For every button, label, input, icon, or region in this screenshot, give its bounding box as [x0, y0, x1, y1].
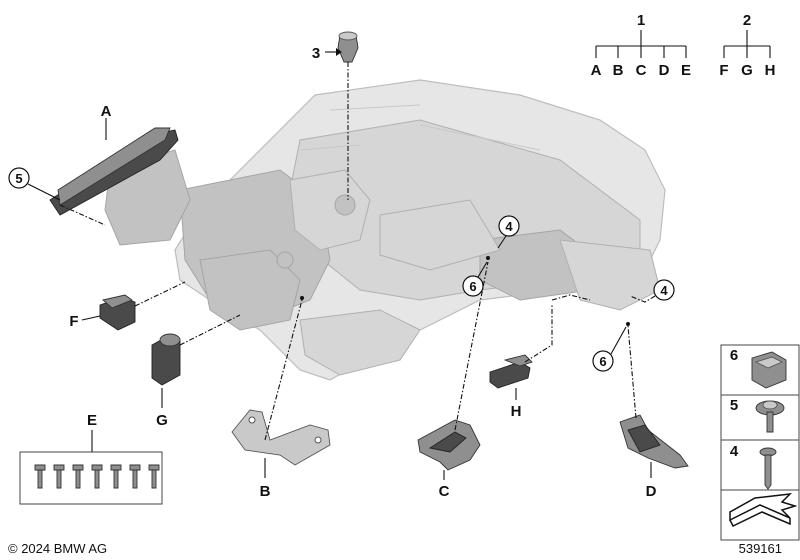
label-d: D — [646, 483, 657, 500]
leader-h-housing — [551, 294, 591, 301]
label-f: F — [69, 313, 78, 330]
part-g-cap: G — [151, 314, 241, 429]
callout-6-middle-text: 6 — [469, 279, 476, 294]
legend-row-5-label: 5 — [730, 397, 738, 414]
label-g: G — [156, 412, 168, 429]
group-1-child-e: E — [681, 62, 691, 79]
label-c: C — [439, 483, 450, 500]
group-1-child-b: B — [613, 62, 624, 79]
part-e-screw-set: E — [19, 412, 163, 505]
label-a: A — [101, 103, 112, 120]
screw-row — [34, 464, 160, 489]
clip-nut-icon — [751, 351, 787, 389]
callout-4-right-text: 4 — [660, 283, 668, 298]
label-h: H — [511, 403, 522, 420]
callout-5-left: 5 — [8, 167, 61, 201]
part-b-bracket: B — [231, 296, 331, 500]
fastener-legend: 6 5 4 — [720, 344, 800, 541]
callout-4-middle-text: 4 — [505, 219, 513, 234]
callout-6-right-text: 6 — [599, 354, 606, 369]
group-2-child-f: F — [719, 62, 728, 79]
group-1-root-label: 1 — [637, 12, 645, 29]
label-e: E — [87, 412, 97, 429]
group-2-root-label: 2 — [743, 12, 751, 29]
label-3: 3 — [312, 45, 320, 62]
direction-arrow-icon — [729, 493, 798, 527]
callout-4-middle: 4 — [497, 215, 520, 249]
group-1-tree: 1 A B C D E — [591, 12, 691, 79]
group-1-child-c: C — [636, 62, 647, 79]
callout-5-left-text: 5 — [15, 171, 22, 186]
legend-row-4-label: 4 — [730, 443, 739, 460]
callout-6-right: 6 — [592, 326, 627, 372]
callout-6-middle: 6 — [462, 261, 488, 297]
group-1-child-a: A — [591, 62, 602, 79]
label-b: B — [260, 483, 271, 500]
callout-4-right: 4 — [629, 279, 675, 303]
part-d-bracket: D — [619, 322, 689, 500]
group-2-child-h: H — [765, 62, 776, 79]
part-h-clip: H — [489, 305, 553, 420]
group-2-tree: 2 F G H — [719, 12, 775, 79]
washer-screw-icon — [755, 400, 785, 433]
part-a-bracket: A — [49, 103, 179, 226]
part-3-grommet: 3 — [312, 31, 359, 200]
group-2-child-g: G — [741, 62, 753, 79]
group-1-child-d: D — [659, 62, 670, 79]
diagram-number: 539161 — [739, 541, 782, 556]
screw-icon — [759, 447, 777, 490]
part-c-bracket: C — [417, 256, 490, 500]
headlight-housing — [104, 79, 666, 381]
part-f-clip: F — [69, 281, 186, 331]
legend-row-6-label: 6 — [730, 347, 738, 364]
copyright-text: © 2024 BMW AG — [8, 541, 107, 556]
